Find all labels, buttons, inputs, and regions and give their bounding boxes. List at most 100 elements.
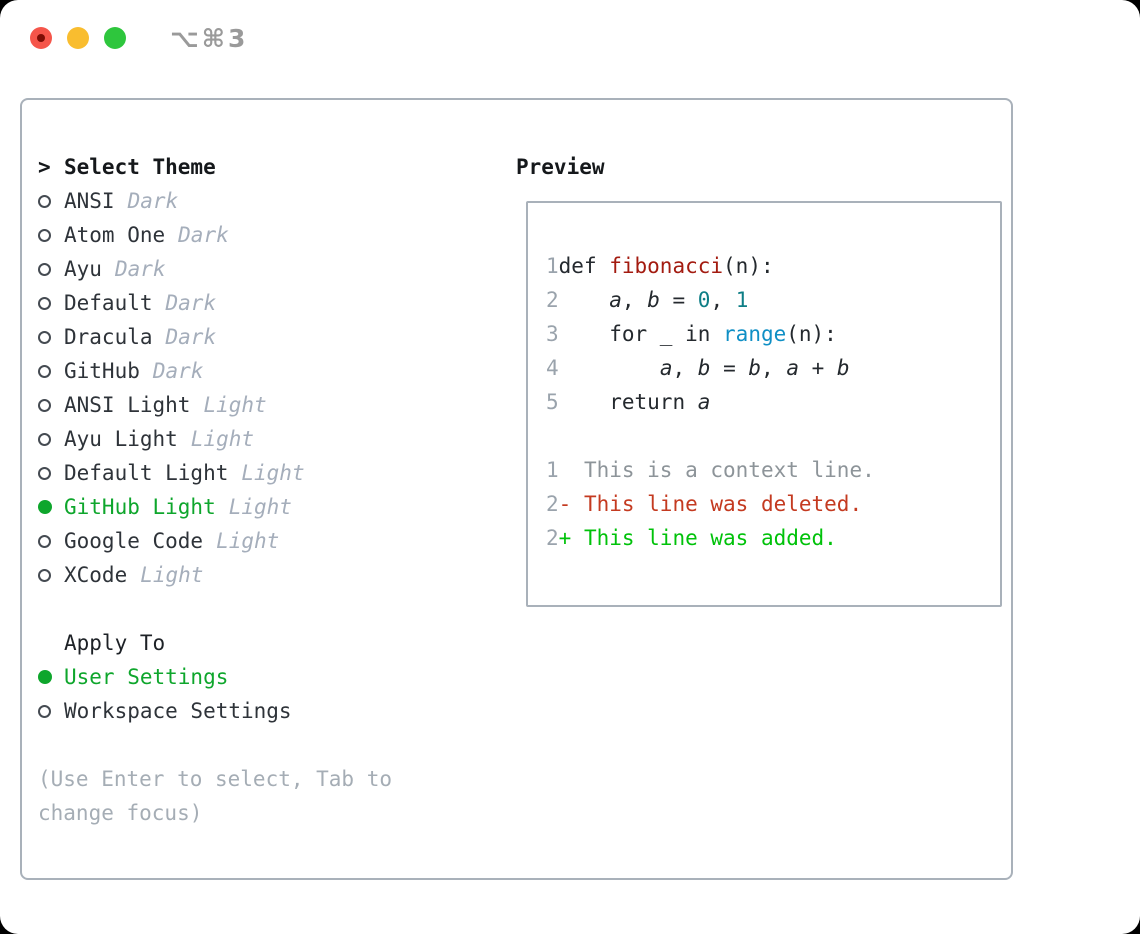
line-number: 5 — [546, 390, 559, 414]
diff-line-context: 1 This is a context line. — [546, 453, 982, 487]
item-variant-tag: Dark — [127, 189, 179, 213]
radio-icon — [38, 296, 51, 310]
code-line: 5 return a — [546, 385, 982, 419]
diff-line-deleted: 2 - This line was deleted. — [546, 487, 982, 521]
theme-item-github-light[interactable]: GitHub Light Light — [38, 490, 484, 524]
radio-icon — [38, 330, 51, 344]
code-token-var: a — [697, 390, 711, 414]
item-variant-tag: Dark — [152, 359, 204, 383]
theme-item-ayu[interactable]: Ayu Dark — [38, 252, 484, 286]
item-label: Workspace Settings — [64, 699, 292, 723]
item-variant-tag: Light — [190, 427, 255, 451]
item-label: Atom One — [64, 223, 166, 247]
item-label: Google Code — [64, 529, 204, 553]
diff-text: + This line was added. — [558, 526, 837, 550]
item-label: Default Light — [64, 461, 229, 485]
code-token-code: , — [761, 356, 787, 380]
code-token-code: = — [659, 288, 698, 312]
line-number: 2 — [546, 492, 559, 516]
item-variant-tag: Light — [241, 461, 305, 485]
radio-icon — [38, 704, 51, 718]
line-number: 4 — [546, 356, 559, 380]
code-token-code: , — [621, 288, 648, 312]
line-number: 1 — [546, 458, 559, 482]
item-variant-tag: Dark — [178, 223, 229, 247]
code-token-func: fibonacci — [609, 254, 724, 278]
preview-box: 1 def fibonacci(n): 2 a, b = 0, 1 3 for _ … — [526, 201, 1002, 607]
code-line: 4 a, b = b, a + b — [546, 351, 982, 385]
code-line: 3 for _ in range(n): — [546, 317, 982, 351]
code-token-var: b — [647, 288, 660, 312]
code-token-code: = — [710, 356, 749, 380]
theme-item-google-code[interactable]: Google Code Light — [38, 524, 484, 558]
code-token-var: b — [697, 356, 711, 380]
radio-icon — [38, 466, 51, 480]
code-token-code: (n): — [723, 254, 774, 278]
theme-selector-panel: > Select Theme ANSI Dark Atom One Dark A… — [20, 98, 1013, 880]
radio-icon — [38, 194, 51, 208]
radio-icon — [38, 398, 51, 412]
item-variant-tag: Dark — [165, 325, 217, 349]
item-label: Dracula — [64, 325, 153, 349]
item-label: ANSI Light — [64, 393, 191, 417]
item-variant-tag: Dark — [114, 257, 166, 281]
item-variant-tag: Light — [228, 495, 292, 519]
code-token-var: b — [836, 356, 850, 380]
code-token-num: 1 — [735, 288, 749, 312]
hint-line-2: change focus) — [38, 801, 203, 825]
close-button[interactable] — [30, 27, 52, 49]
line-number: 2 — [546, 526, 559, 550]
code-token-code: , — [710, 288, 736, 312]
line-number: 2 — [546, 288, 559, 312]
code-token-code — [559, 356, 660, 380]
radio-icon — [38, 228, 51, 242]
apply-to-title: Apply To — [64, 631, 166, 655]
item-variant-tag: Dark — [165, 291, 217, 315]
theme-item-ansi-light[interactable]: ANSI Light Light — [38, 388, 484, 422]
code-token-code: (n): — [786, 322, 837, 346]
theme-list: ANSI Dark Atom One Dark Ayu Dark Default… — [38, 184, 484, 592]
radio-icon — [38, 432, 51, 446]
code-token-code — [559, 288, 610, 312]
minimize-button[interactable] — [67, 27, 89, 49]
preview-title: Preview — [516, 155, 605, 179]
item-label: Default — [64, 291, 153, 315]
theme-item-ansi[interactable]: ANSI Dark — [38, 184, 484, 218]
code-token-code: for _ in — [558, 322, 724, 346]
theme-item-atom-one[interactable]: Atom One Dark — [38, 218, 484, 252]
item-variant-tag: Light — [203, 393, 267, 417]
theme-item-xcode[interactable]: XCode Light — [38, 558, 484, 592]
preview-column: Preview 1 def fibonacci(n): 2 a, b = 0, 1… — [484, 150, 1011, 878]
radio-icon — [38, 364, 51, 378]
diff-text: This is a context line. — [558, 458, 875, 482]
item-label: Ayu Light — [64, 427, 178, 451]
code-token-var: a — [786, 356, 799, 380]
code-line: 1 def fibonacci(n): — [546, 249, 982, 283]
theme-item-dracula[interactable]: Dracula Dark — [38, 320, 484, 354]
code-token-var: a — [609, 288, 622, 312]
traffic-lights — [30, 27, 141, 49]
select-theme-title: Select Theme — [64, 155, 216, 179]
item-label: User Settings — [64, 665, 229, 689]
apply-option-workspace-settings[interactable]: Workspace Settings — [38, 694, 484, 728]
apply-option-user-settings[interactable]: User Settings — [38, 660, 484, 694]
theme-item-ayu-light[interactable]: Ayu Light Light — [38, 422, 484, 456]
radio-icon — [38, 534, 51, 548]
code-token-num: 0 — [697, 288, 711, 312]
item-variant-tag: Light — [216, 529, 280, 553]
theme-item-github[interactable]: GitHub Dark — [38, 354, 484, 388]
theme-item-default[interactable]: Default Dark — [38, 286, 484, 320]
radio-icon — [38, 262, 51, 276]
theme-list-column: > Select Theme ANSI Dark Atom One Dark A… — [38, 150, 484, 878]
diff-text: - This line was deleted. — [558, 492, 863, 516]
item-label: XCode — [64, 563, 128, 587]
zoom-button[interactable] — [104, 27, 126, 49]
apply-to-list: User Settings Workspace Settings — [38, 660, 484, 728]
cursor-prefix: > — [38, 155, 51, 179]
select-theme-header: > Select Theme — [38, 150, 484, 184]
code-token-call: range — [723, 322, 787, 346]
window-title: ⌥⌘3 — [170, 24, 249, 53]
code-token-code: return — [558, 390, 698, 414]
theme-item-default-light[interactable]: Default Light Light — [38, 456, 484, 490]
